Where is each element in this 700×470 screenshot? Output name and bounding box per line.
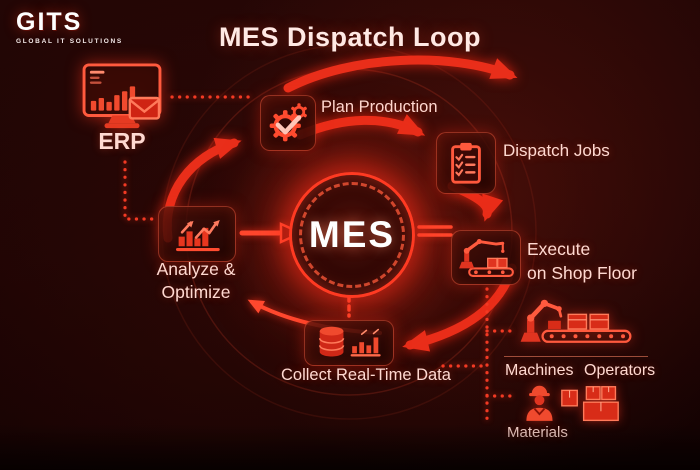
collect-label: Collect Real-Time Data [281, 366, 451, 384]
erp-label: ERP [98, 128, 146, 154]
dotted-erp-to-analyze [123, 160, 158, 221]
arrow-to-dispatch [295, 114, 426, 140]
clipboard-checklist-icon [451, 142, 481, 184]
brand-name: GITS [16, 8, 83, 36]
robot-arm-conveyor-boxes-icon [520, 299, 632, 343]
machines-label: Machines [505, 362, 574, 379]
collect-tile [304, 320, 394, 366]
materials-worker-wrap [521, 382, 557, 422]
mes-hub: MES [289, 172, 415, 298]
execute-label-line1: Execute [527, 239, 591, 259]
resources-separator [504, 356, 648, 357]
machines-icon-wrap [506, 296, 634, 351]
erp-monitor-icon [82, 63, 162, 129]
stacked-crates-icon [561, 386, 619, 422]
brand-logo: GITS GLOBAL IT SOLUTIONS [16, 8, 123, 46]
dispatch-jobs-label: Dispatch Jobs [503, 141, 610, 160]
analyze-label: Analyze & Optimize [146, 258, 246, 304]
robot-arm-conveyor-icon [459, 239, 514, 278]
dotted-connectors [123, 95, 519, 426]
worker-hard-hat-icon [526, 385, 553, 421]
materials-boxes-wrap [558, 384, 622, 424]
database-bars-icon [318, 326, 381, 357]
analyze-label-line1: Analyze & [156, 259, 236, 279]
gears-check-icon [269, 103, 307, 142]
bottom-fade [0, 424, 700, 470]
page-title: MES Dispatch Loop [218, 22, 482, 52]
dispatch-jobs-tile [436, 132, 496, 194]
plan-production-label: Plan Production [321, 98, 438, 116]
erp-node-icon-wrap [80, 62, 164, 134]
execute-label: Execute on Shop Floor [527, 238, 637, 285]
execute-label-line2: on Shop Floor [527, 262, 637, 283]
analyze-tile [158, 206, 236, 262]
arrow-plan-to-top [283, 55, 518, 93]
execute-tile [451, 230, 521, 285]
mes-hub-dashed-ring [299, 182, 405, 288]
analyze-label-line2: Optimize [161, 281, 231, 302]
bar-chart-trend-icon [176, 220, 220, 252]
brand-tagline: GLOBAL IT SOLUTIONS [16, 38, 123, 45]
plan-production-tile [260, 95, 316, 151]
operators-label: Operators [584, 362, 656, 379]
